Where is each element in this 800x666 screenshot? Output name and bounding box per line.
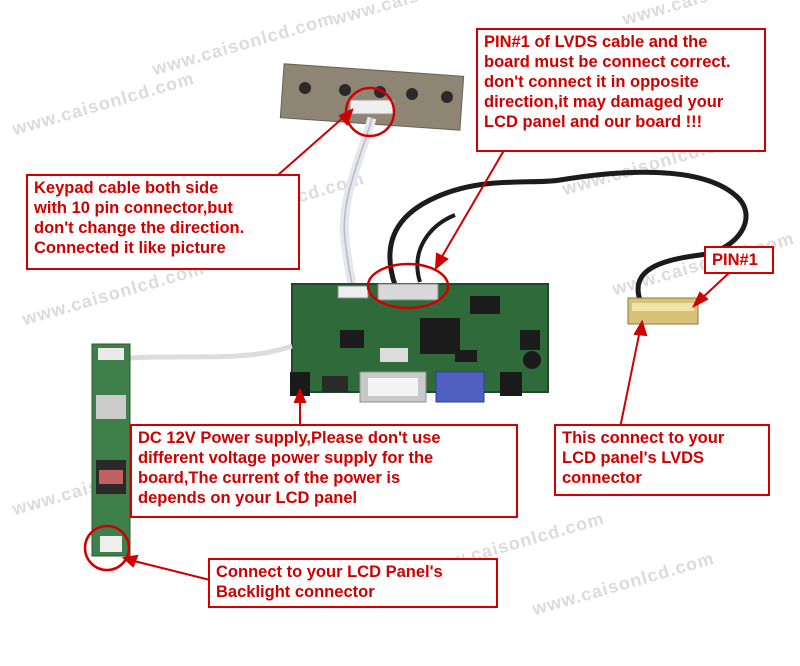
lvds-panel-connector — [627, 297, 699, 325]
callout-keypad: Keypad cable both side with 10 pin conne… — [26, 174, 300, 270]
callout-line: board,The current of the power is — [138, 469, 401, 487]
callout-line: Backlight connector — [216, 583, 375, 601]
controller-board — [290, 283, 549, 403]
callout-line: DC 12V Power supply,Please don't use — [138, 429, 441, 447]
callout-lvds-panel: This connect to your LCD panel's LVDS co… — [554, 424, 770, 496]
highlight-lvds-header — [366, 262, 450, 310]
callout-line: direction,it may damaged your — [484, 93, 724, 111]
callout-line: LCD panel's LVDS — [562, 449, 705, 467]
callout-line: board must be connect correct. — [484, 53, 731, 71]
callout-line: depends on your LCD panel — [138, 489, 358, 507]
callout-line: Connect to your LCD Panel's — [216, 563, 443, 581]
callout-line: Connected it like picture — [34, 239, 226, 257]
callout-power-supply: DC 12V Power supply,Please don't use dif… — [130, 424, 518, 518]
callout-line: connector — [562, 469, 642, 487]
callout-pin1-label: PIN#1 — [704, 246, 774, 274]
callout-line: don't connect it in opposite — [484, 73, 699, 91]
callout-line: different voltage power supply for the — [138, 449, 434, 467]
callout-backlight: Connect to your LCD Panel's Backlight co… — [208, 558, 498, 608]
inverter-board — [91, 343, 131, 557]
callout-line: don't change the direction. — [34, 219, 245, 237]
callout-line: PIN#1 of LVDS cable and the — [484, 33, 708, 51]
highlight-backlight-connector — [83, 524, 131, 572]
lvds-cable — [387, 169, 749, 303]
callout-line: LCD panel and our board !!! — [484, 113, 703, 131]
inverter-cable — [129, 343, 293, 361]
callout-lvds-pin1: PIN#1 of LVDS cable and the board must b… — [476, 28, 766, 152]
callout-line: PIN#1 — [712, 251, 758, 269]
callout-line: with 10 pin connector,but — [34, 199, 233, 217]
callout-line: This connect to your — [562, 429, 725, 447]
callout-line: Keypad cable both side — [34, 179, 219, 197]
keypad-board — [279, 63, 465, 131]
